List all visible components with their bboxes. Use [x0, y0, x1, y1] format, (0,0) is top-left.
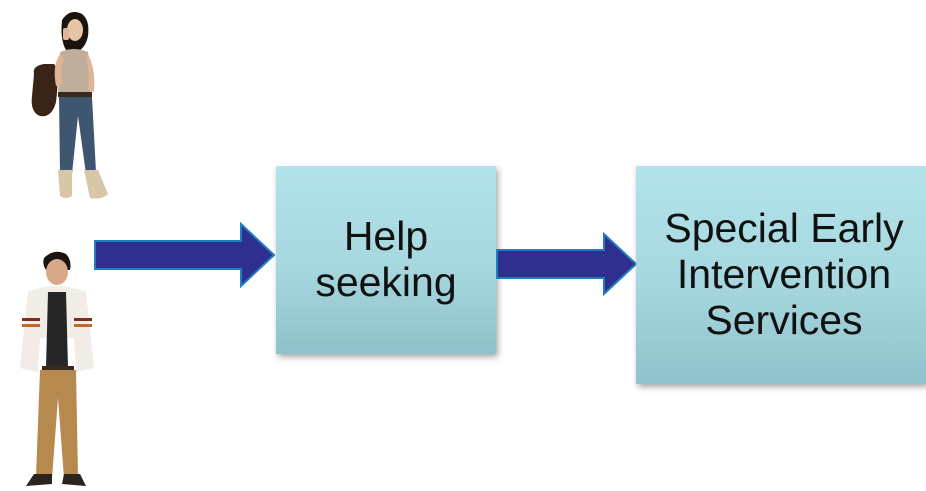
special-line-3: Services: [705, 296, 863, 343]
help-seeking-line-1: Help: [343, 213, 429, 260]
special-early-intervention-box: Special Early Intervention Services: [636, 166, 926, 384]
young-woman-figure: [26, 6, 126, 206]
flow-arrow-2: [496, 232, 638, 296]
young-man-icon: [20, 251, 94, 486]
help-seeking-line-2: seeking: [315, 259, 457, 305]
help-seeking-box: Help seeking: [276, 166, 496, 354]
special-line-1: Special Early: [664, 205, 904, 252]
flow-arrow-1: [94, 222, 276, 288]
young-woman-icon: [31, 12, 108, 199]
special-line-2: Intervention: [676, 251, 892, 298]
young-man-figure: [14, 248, 100, 490]
